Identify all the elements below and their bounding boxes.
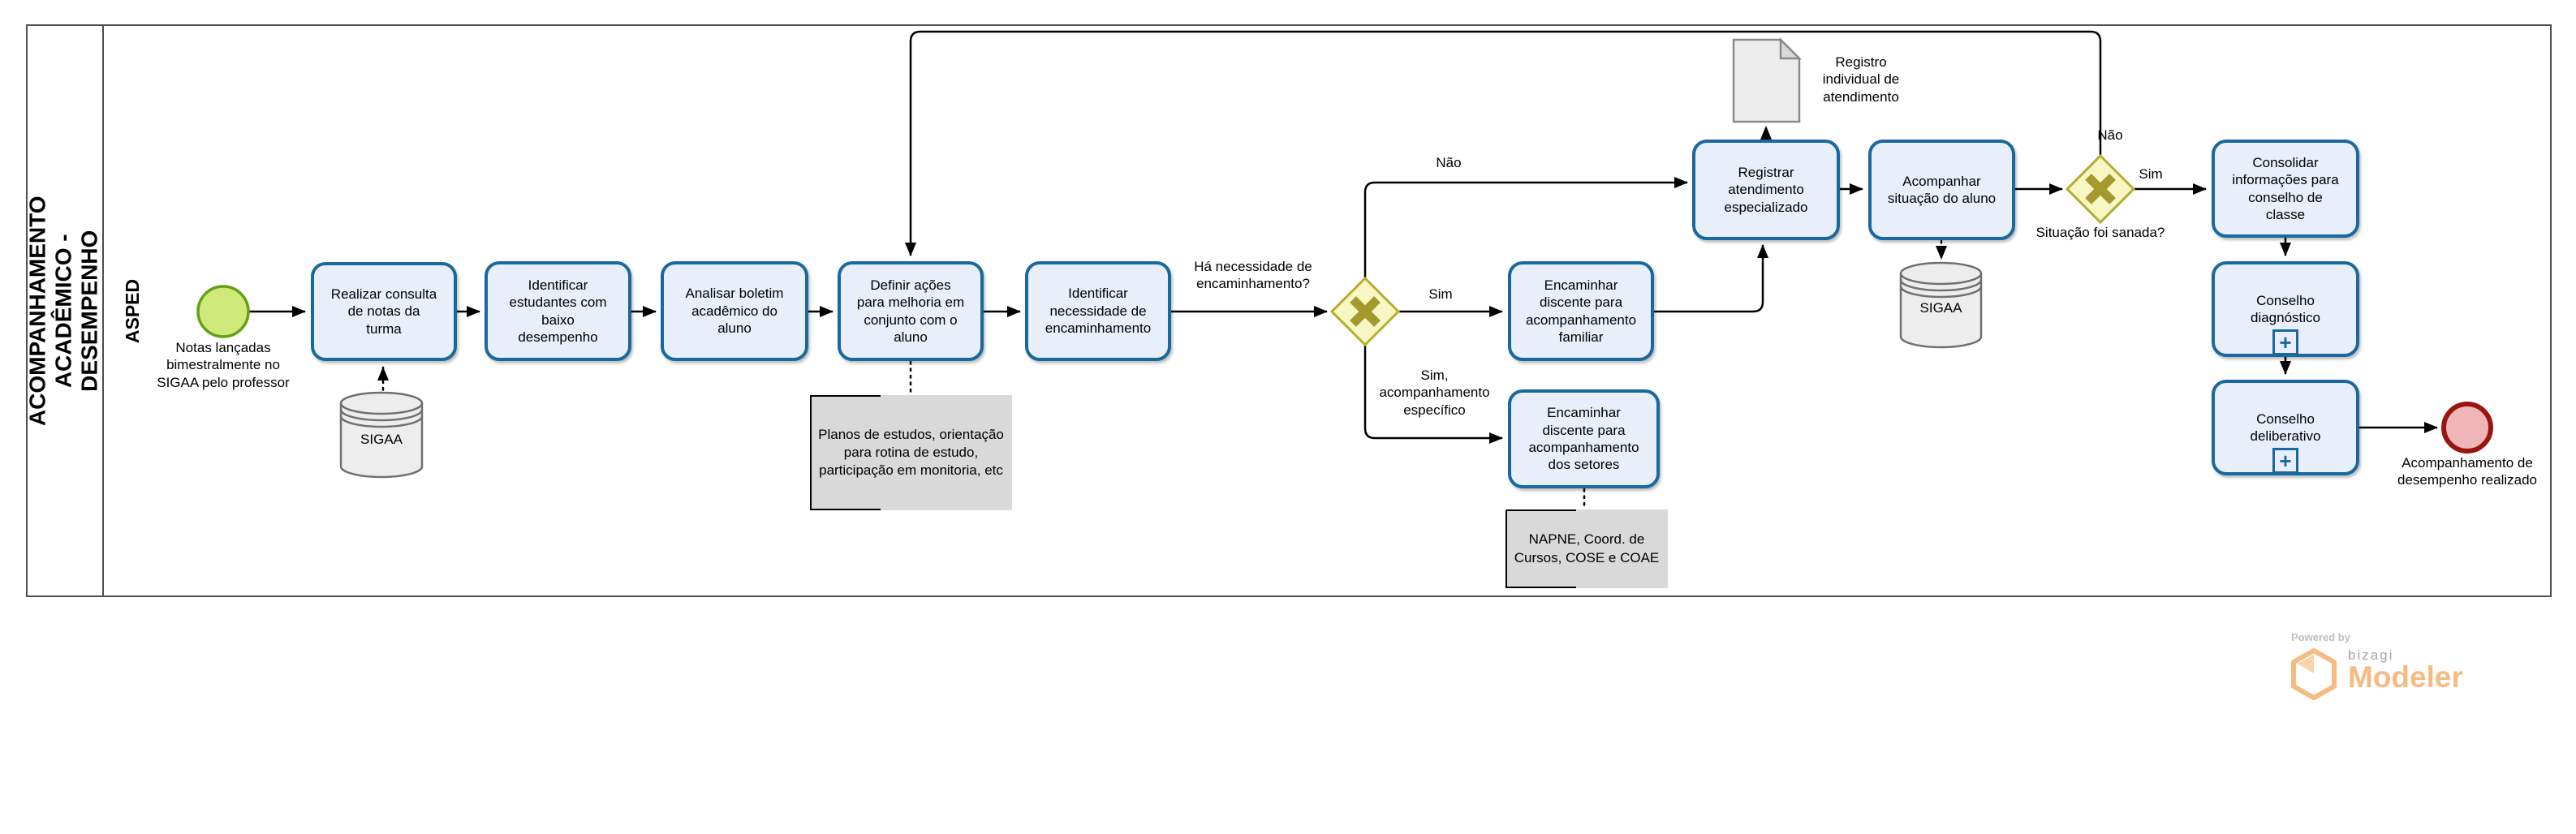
annotation-text: Planos de estudos, orientação para rotin…: [818, 426, 1004, 479]
task-label: Conselho diagnóstico: [2250, 292, 2320, 325]
bizagi-hexagon-icon: [2291, 648, 2337, 700]
gateway-x-icon: [2085, 174, 2116, 204]
datastore-sigaa-2: [1899, 261, 1983, 349]
annotation-text: NAPNE, Coord. de Cursos, COSE e COAE: [1514, 531, 1660, 565]
task-acompanhar-situacao: Acompanhar situação do aluno: [1868, 140, 2015, 240]
task-label: Consolidar informações para conselho de …: [2232, 154, 2339, 222]
datastore-sigaa-1: [339, 391, 424, 479]
process-pool: [26, 24, 2552, 597]
gateway1-question-label: Há necessidade de encaminhamento?: [1194, 259, 1312, 292]
task-label: Encaminhar discente para acompanhamento …: [1525, 277, 1637, 345]
pool-header: ACOMPANHAMENTO ACADÊMICO - DESEMPENHO: [24, 24, 104, 597]
gateway2-question-label: Situação foi sanada?: [2035, 225, 2165, 240]
gateway1-nao-label: Não: [1436, 155, 1462, 170]
task-label: Identificar estudantes com baixo desempe…: [509, 277, 607, 345]
task-consolidar-informacoes: Consolidar informações para conselho de …: [2212, 140, 2359, 238]
lane-title: ASPED: [122, 278, 144, 343]
task-encaminhar-familiar: Encaminhar discente para acompanhamento …: [1508, 261, 1654, 361]
task-label: Registrar atendimento especializado: [1724, 164, 1808, 215]
gateway1-sim-label: Sim: [1428, 286, 1453, 302]
flow-gateway1-sim-especifico: [1363, 346, 1503, 444]
task-label: Definir ações para melhoria em conjunto …: [856, 277, 965, 345]
gateway2-nao-label: Não: [2097, 127, 2123, 143]
task-analisar-boletim: Analisar boletim acadêmico do aluno: [661, 261, 808, 361]
start-event: [196, 285, 250, 338]
task-label: Identificar necessidade de encaminhament…: [1045, 286, 1152, 337]
end-event: [2441, 402, 2493, 454]
data-associations: [377, 125, 1947, 509]
plus-glyph: +: [2279, 330, 2292, 355]
bizagi-wordmark: bizagi: [2348, 647, 2394, 663]
gateway1-sim-especifico-label: Sim, acompanhamento específico: [1379, 368, 1490, 418]
pool-title: ACOMPANHAMENTO ACADÊMICO - DESEMPENHO: [24, 196, 103, 426]
gateway-x-icon: [1350, 296, 1381, 327]
datastore-label-sigaa-1: SIGAA: [360, 432, 403, 447]
datastore-label-sigaa-2: SIGAA: [1919, 300, 1962, 316]
modeler-wordmark: Modeler: [2348, 660, 2463, 694]
end-event-label: Acompanhamento de desempenho realizado: [2397, 455, 2537, 488]
plus-expand-icon: +: [2272, 329, 2298, 355]
plus-expand-icon: +: [2272, 448, 2298, 474]
annotation-napne-setores: NAPNE, Coord. de Cursos, COSE e COAE: [1506, 509, 1668, 588]
task-identificar-estudantes: Identificar estudantes com baixo desempe…: [485, 261, 631, 361]
task-label: Acompanhar situação do aluno: [1887, 173, 1997, 206]
start-event-label: Notas lançadas bimestralmente no SIGAA p…: [157, 340, 290, 390]
annotation-planos-estudo: Planos de estudos, orientação para rotin…: [810, 395, 1012, 510]
task-label: Realizar consulta de notas da turma: [330, 286, 437, 337]
task-label: Conselho deliberativo: [2250, 411, 2321, 444]
task-registrar-atendimento: Registrar atendimento especializado: [1692, 140, 1840, 240]
task-label: Analisar boletim acadêmico do aluno: [685, 286, 784, 337]
bizagi-modeler-logo[interactable]: Powered by bizagi Modeler: [2291, 631, 2463, 700]
task-encaminhar-setores: Encaminhar discente para acompanhamento …: [1508, 389, 1660, 488]
task-realizar-consulta: Realizar consulta de notas da turma: [311, 262, 457, 361]
flow-gateway2-nao-loop: [905, 30, 2102, 256]
lane-asped: ASPED: [112, 24, 154, 597]
sequence-flows: [248, 30, 2438, 444]
task-definir-acoes: Definir ações para melhoria em conjunto …: [838, 261, 984, 361]
gateway2-sim-label: Sim: [2139, 166, 2163, 182]
gateway-necessidade-encaminhamento: [1329, 276, 1401, 347]
task-identificar-necessidade: Identificar necessidade de encaminhament…: [1025, 261, 1171, 361]
powered-by-text: Powered by: [2291, 631, 2350, 643]
flow-gateway1-nao: [1363, 177, 1688, 277]
plus-glyph: +: [2279, 449, 2292, 473]
task-label: Encaminhar discente para acompanhamento …: [1528, 405, 1639, 473]
flow-familiar-to-registrar: [1654, 244, 1768, 313]
document-icon: [1732, 37, 1803, 123]
document-label: Registro individual de atendimento: [1822, 54, 1900, 105]
gateway-situacao-sanada: [2065, 153, 2136, 225]
